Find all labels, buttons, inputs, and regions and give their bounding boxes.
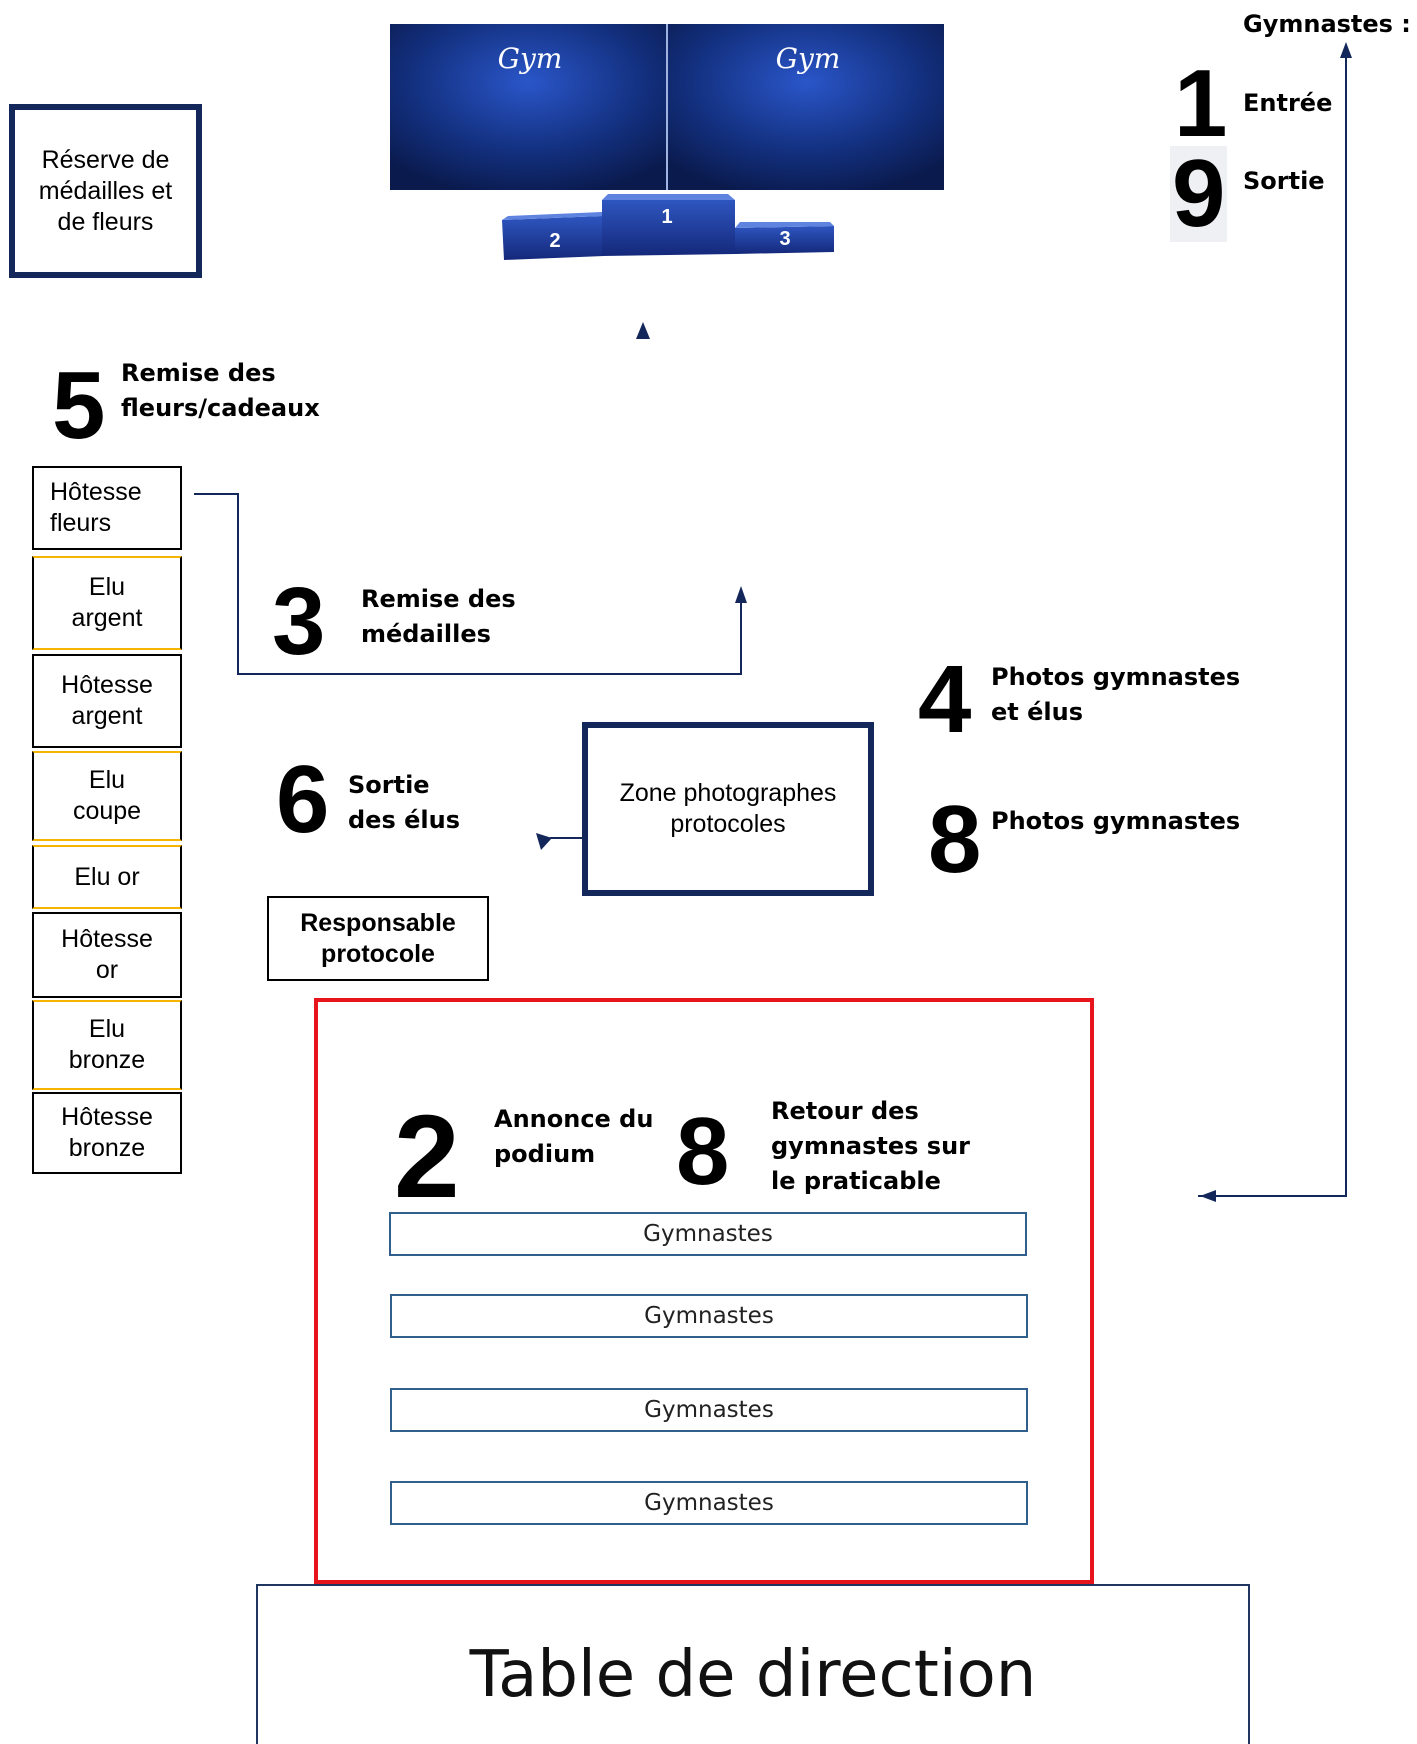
table-direction-box: Table de direction	[256, 1584, 1250, 1744]
step-2-number: 2	[394, 1091, 460, 1223]
roster-label: Elu or	[74, 862, 140, 891]
step-6-label: Sortie des élus	[348, 771, 460, 834]
step-5-label: Remise des fleurs/cadeaux	[121, 359, 320, 422]
podium-block-3	[735, 226, 834, 254]
roster-label: Hôtesse fleurs	[50, 478, 142, 537]
podium-place-3: 3	[779, 228, 791, 250]
step-9-number: 9	[1170, 140, 1228, 247]
step-9-label: Sortie	[1243, 167, 1325, 195]
zone-photographes-box: Zone photographes protocoles	[582, 722, 874, 896]
roster-label: Elu bronze	[68, 1015, 146, 1074]
roster-label: Hôtesse argent	[61, 671, 153, 730]
gymnast-bar-4: Gymnastes	[390, 1481, 1028, 1525]
step-2-label: Annonce du podium	[494, 1105, 654, 1168]
gymnast-bar-label: Gymnastes	[643, 1221, 773, 1247]
roster-elu-argent: Elu argent	[32, 556, 182, 650]
screen-left	[390, 24, 666, 190]
step-1-label: Entrée	[1243, 89, 1333, 117]
gymnast-entry-exit-line	[1198, 50, 1347, 1197]
roster-hotesse-bronze: Hôtesse bronze	[32, 1092, 182, 1174]
podium-place-1: 1	[661, 206, 673, 228]
gymnast-bar-label: Gymnastes	[644, 1397, 774, 1423]
arrow-up-medal	[735, 586, 747, 603]
reserve-medals-box: Réserve de médailles et de fleurs	[9, 104, 202, 278]
screen-right	[668, 24, 944, 190]
podium-block-1	[602, 200, 735, 256]
step-8-retour-label: Retour des gymnastes sur le praticable	[771, 1097, 970, 1195]
gym-logo-left: Gym	[497, 42, 563, 75]
gymnast-bar-1: Gymnastes	[389, 1212, 1027, 1256]
zone-photographes-label: Zone photographes protocoles	[619, 779, 837, 838]
step-5-number: 5	[52, 352, 106, 459]
gymnast-bar-2: Gymnastes	[390, 1294, 1028, 1338]
gymnast-bar-label: Gymnastes	[644, 1303, 774, 1329]
roster-elu-or: Elu or	[32, 845, 182, 909]
responsable-protocole-box: Responsable protocole	[267, 896, 489, 981]
responsable-label: Responsable protocole	[300, 908, 456, 968]
step-8-retour-number: 8	[676, 1098, 730, 1205]
roster-hotesse-or: Hôtesse or	[32, 912, 182, 998]
step-4-label: Photos gymnastes et élus	[991, 663, 1241, 726]
arrow-left-bottom-right	[1200, 1190, 1216, 1202]
reserve-label: Réserve de médailles et de fleurs	[38, 145, 173, 236]
arrow-up-podium	[636, 322, 650, 339]
step-3-label: Remise des médailles	[361, 585, 516, 648]
step-4-number: 4	[918, 646, 972, 753]
roster-hotesse-argent: Hôtesse argent	[32, 654, 182, 748]
step-6-number: 6	[276, 746, 330, 853]
roster-hotesse-fleurs: Hôtesse fleurs	[32, 466, 182, 550]
arrow-exit-officials	[536, 833, 552, 850]
gym-logo-right: Gym	[775, 42, 841, 75]
arrow-up-top-right	[1340, 42, 1352, 58]
step-3-number: 3	[272, 568, 326, 675]
legend-title: Gymnastes :	[1243, 10, 1411, 38]
step-8-photos-label: Photos gymnastes	[991, 807, 1241, 835]
roster-elu-coupe: Elu coupe	[32, 751, 182, 841]
gymnast-bar-label: Gymnastes	[644, 1490, 774, 1516]
roster-label: Hôtesse or	[61, 925, 153, 984]
step-1-number: 1	[1174, 50, 1228, 157]
table-direction-label: Table de direction	[469, 1638, 1037, 1712]
gymnast-bar-3: Gymnastes	[390, 1388, 1028, 1432]
step-8-photos-number: 8	[928, 786, 982, 893]
podium-block-2	[502, 216, 604, 260]
roster-label: Hôtesse bronze	[61, 1103, 153, 1162]
roster-label: Elu argent	[71, 573, 143, 632]
roster-label: Elu coupe	[72, 766, 142, 825]
praticable-area	[314, 998, 1094, 1584]
roster-elu-bronze: Elu bronze	[32, 1000, 182, 1090]
medal-handover-line	[194, 493, 742, 675]
podium-place-2: 2	[549, 230, 561, 252]
podium-graphic: Gym Gym 1 2 3	[390, 24, 944, 264]
